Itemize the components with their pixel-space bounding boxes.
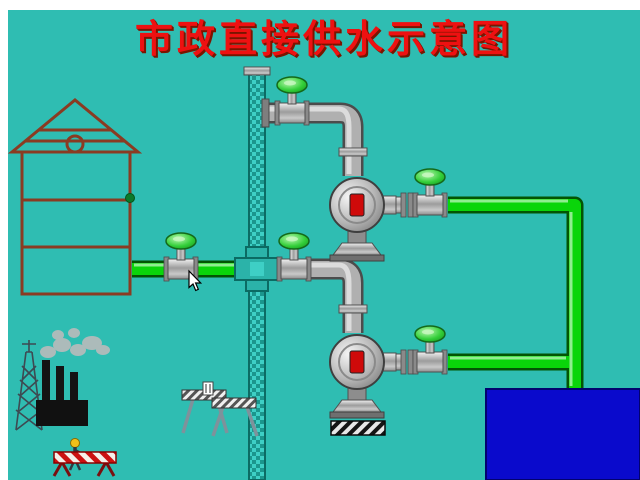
diagram-title: 市政直接供水示意图 <box>134 19 513 61</box>
chimney <box>70 372 78 402</box>
riser-cap-flange <box>243 66 271 76</box>
reservoir-tank <box>485 388 640 480</box>
house-roof <box>7 98 143 154</box>
valve-pump2-discharge[interactable] <box>412 325 448 375</box>
tee-flange <box>261 98 270 128</box>
house-walls <box>20 150 132 296</box>
work-sign <box>202 381 214 396</box>
hard-hat-icon <box>70 438 80 448</box>
valve-branch-middle[interactable] <box>276 232 312 282</box>
service-connection-dot <box>125 193 135 203</box>
house <box>7 98 143 296</box>
valve-riser-top[interactable] <box>274 76 310 126</box>
factory <box>36 328 110 426</box>
chimney <box>56 366 64 402</box>
supply-pipes <box>132 196 584 392</box>
branch-piping <box>261 98 414 375</box>
flange <box>400 192 407 218</box>
flange <box>400 349 407 375</box>
flange <box>407 192 414 218</box>
power-tower <box>15 340 43 431</box>
factory-building <box>36 400 88 426</box>
flange <box>407 349 414 375</box>
cross-fitting <box>234 246 280 292</box>
chimney <box>42 360 50 402</box>
trestle-barricades <box>181 381 259 437</box>
frame-left <box>0 0 8 480</box>
gable-window <box>65 134 85 154</box>
mouse-cursor <box>188 269 203 292</box>
drain-grate <box>330 420 386 436</box>
smoke-icon <box>40 328 110 358</box>
valve-pump1-discharge[interactable] <box>412 168 448 218</box>
safety-barrier <box>52 451 117 477</box>
valve-house-inlet[interactable] <box>163 232 199 282</box>
frame-top <box>0 0 640 10</box>
trestle-2 <box>211 406 259 437</box>
